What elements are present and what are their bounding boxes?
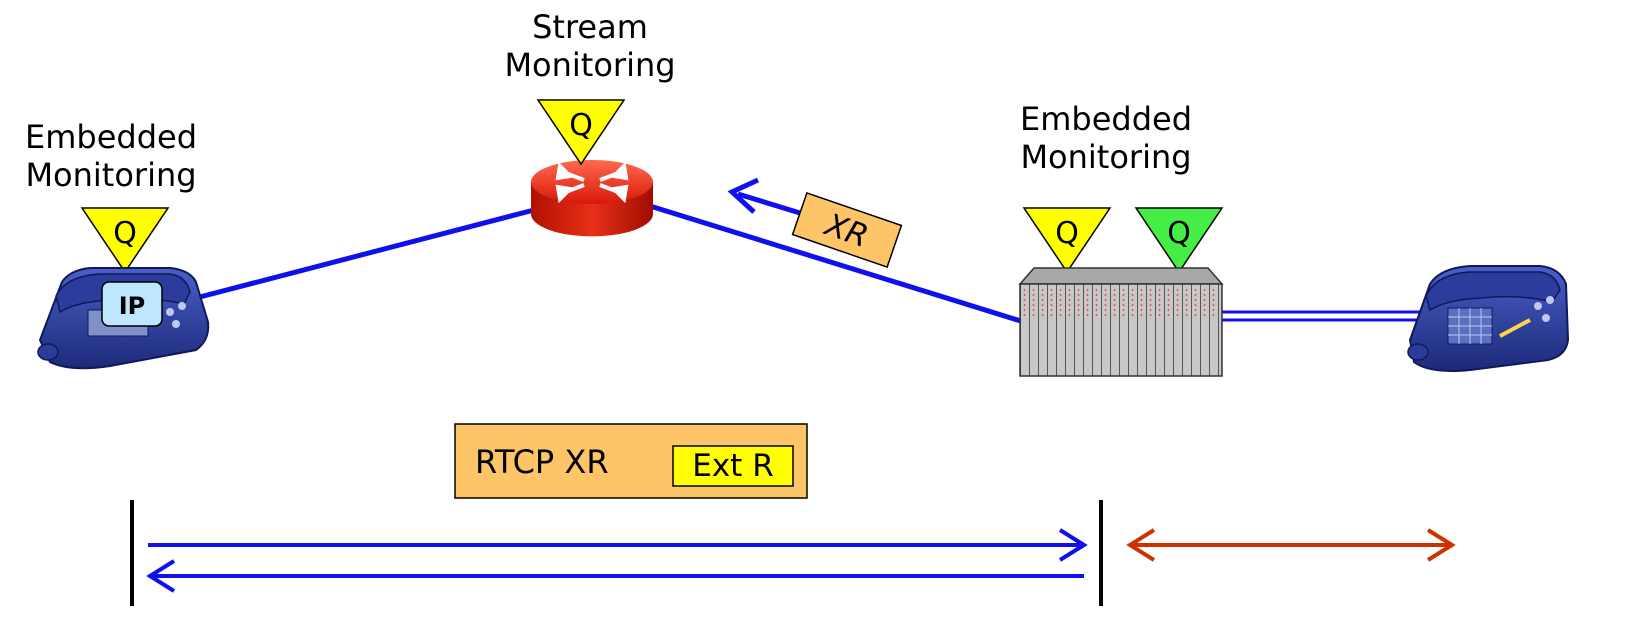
stream-monitoring-line1: Stream xyxy=(532,8,648,46)
ip-badge: IP xyxy=(101,281,163,327)
ip-segment-reverse-arrow xyxy=(146,559,1084,593)
embedded-monitoring-left-label: Embedded Monitoring xyxy=(0,118,222,194)
q-marker-right-green-label: Q xyxy=(1167,216,1191,251)
ip-phone-icon: IP xyxy=(37,267,210,370)
embedded-monitoring-right-label: Embedded Monitoring xyxy=(995,100,1217,176)
router-icon xyxy=(531,160,653,237)
rtcp-xr-label: RTCP XR xyxy=(475,443,609,481)
embedded-left-line1: Embedded xyxy=(24,118,197,156)
ext-r-tag: Ext R xyxy=(692,448,773,484)
embedded-right-line2: Monitoring xyxy=(1020,138,1192,176)
link-gateway-phone xyxy=(1222,310,1420,322)
stream-monitoring-line2: Monitoring xyxy=(504,46,676,84)
q-marker-left: Q xyxy=(80,207,170,274)
q-marker-left-label: Q xyxy=(113,216,137,251)
link-router-gateway xyxy=(649,203,1025,325)
gateway-icon xyxy=(1018,267,1224,377)
q-marker-stream-label: Q xyxy=(569,108,593,143)
q-marker-right-green: Q xyxy=(1134,207,1224,274)
ip-badge-label: IP xyxy=(119,292,146,320)
phone-icon xyxy=(1407,265,1570,372)
link-phone-router xyxy=(195,207,535,301)
rtcp-xr-box: RTCP XR Ext R xyxy=(454,423,808,499)
q-marker-stream: Q xyxy=(536,99,626,166)
q-marker-right-yellow-label: Q xyxy=(1055,216,1079,251)
q-marker-right-yellow: Q xyxy=(1022,207,1112,274)
embedded-right-line1: Embedded xyxy=(1019,100,1192,138)
ip-segment-forward-arrow xyxy=(148,528,1088,562)
xr-flow-arrow xyxy=(727,177,801,216)
embedded-left-line2: Monitoring xyxy=(25,156,197,194)
pstn-segment-arrow xyxy=(1126,528,1456,562)
stream-monitoring-label: Stream Monitoring xyxy=(480,8,700,84)
xr-packet: XR xyxy=(791,191,903,269)
